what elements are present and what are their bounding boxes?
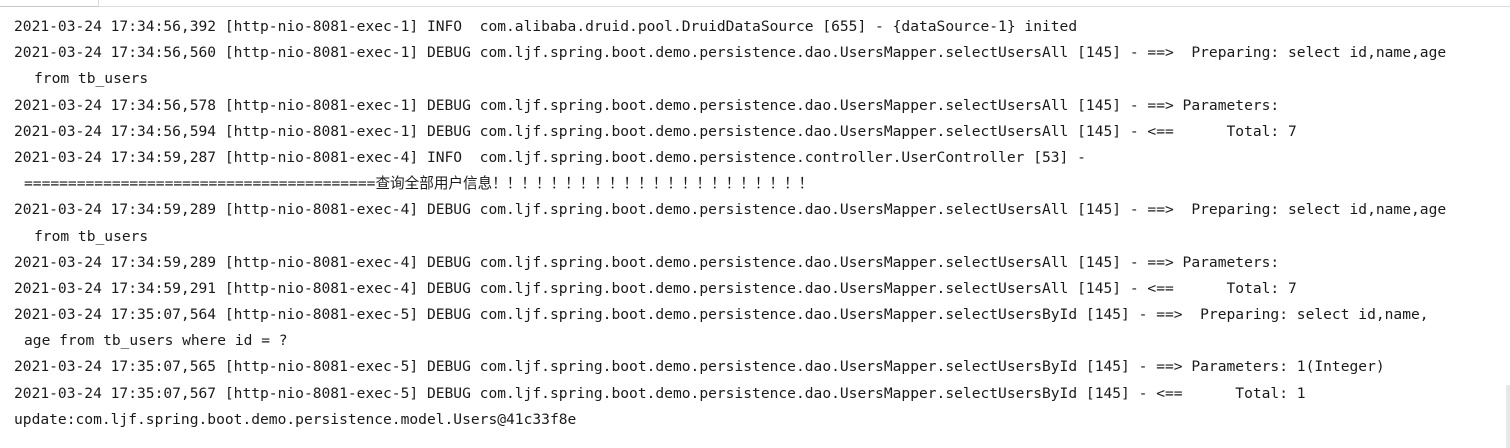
top-tab-strip — [0, 0, 1510, 7]
log-line: update:com.ljf.spring.boot.demo.persiste… — [14, 410, 577, 428]
vertical-scrollbar[interactable] — [1506, 385, 1510, 448]
log-line: 2021-03-24 17:35:07,567 [http-nio-8081-e… — [14, 384, 1306, 402]
log-line: 2021-03-24 17:34:59,289 [http-nio-8081-e… — [14, 201, 1447, 219]
log-line: 2021-03-24 17:34:56,392 [http-nio-8081-e… — [14, 18, 1078, 35]
log-line-continuation: age from tb_users where id = ? — [24, 332, 288, 350]
log-line: 2021-03-24 17:35:07,565 [http-nio-8081-e… — [14, 358, 1385, 376]
log-line: 2021-03-24 17:34:59,289 [http-nio-8081-e… — [14, 253, 1288, 271]
log-line: 2021-03-24 17:34:59,291 [http-nio-8081-e… — [14, 279, 1297, 297]
tab-edge[interactable] — [0, 0, 99, 7]
log-line-continuation: from tb_users — [34, 227, 149, 245]
console-output[interactable]: 2021-03-24 17:34:56,392 [http-nio-8081-e… — [0, 14, 1506, 448]
log-line: 2021-03-24 17:35:07,564 [http-nio-8081-e… — [14, 306, 1429, 324]
log-line: 2021-03-24 17:34:56,560 [http-nio-8081-e… — [14, 44, 1447, 62]
log-line: 2021-03-24 17:34:59,287 [http-nio-8081-e… — [14, 148, 1086, 166]
log-line-continuation: from tb_users — [34, 70, 149, 88]
log-line-continuation: ========================================… — [24, 175, 814, 193]
log-line: 2021-03-24 17:34:56,594 [http-nio-8081-e… — [14, 122, 1297, 140]
log-line: 2021-03-24 17:34:56,578 [http-nio-8081-e… — [14, 96, 1288, 114]
